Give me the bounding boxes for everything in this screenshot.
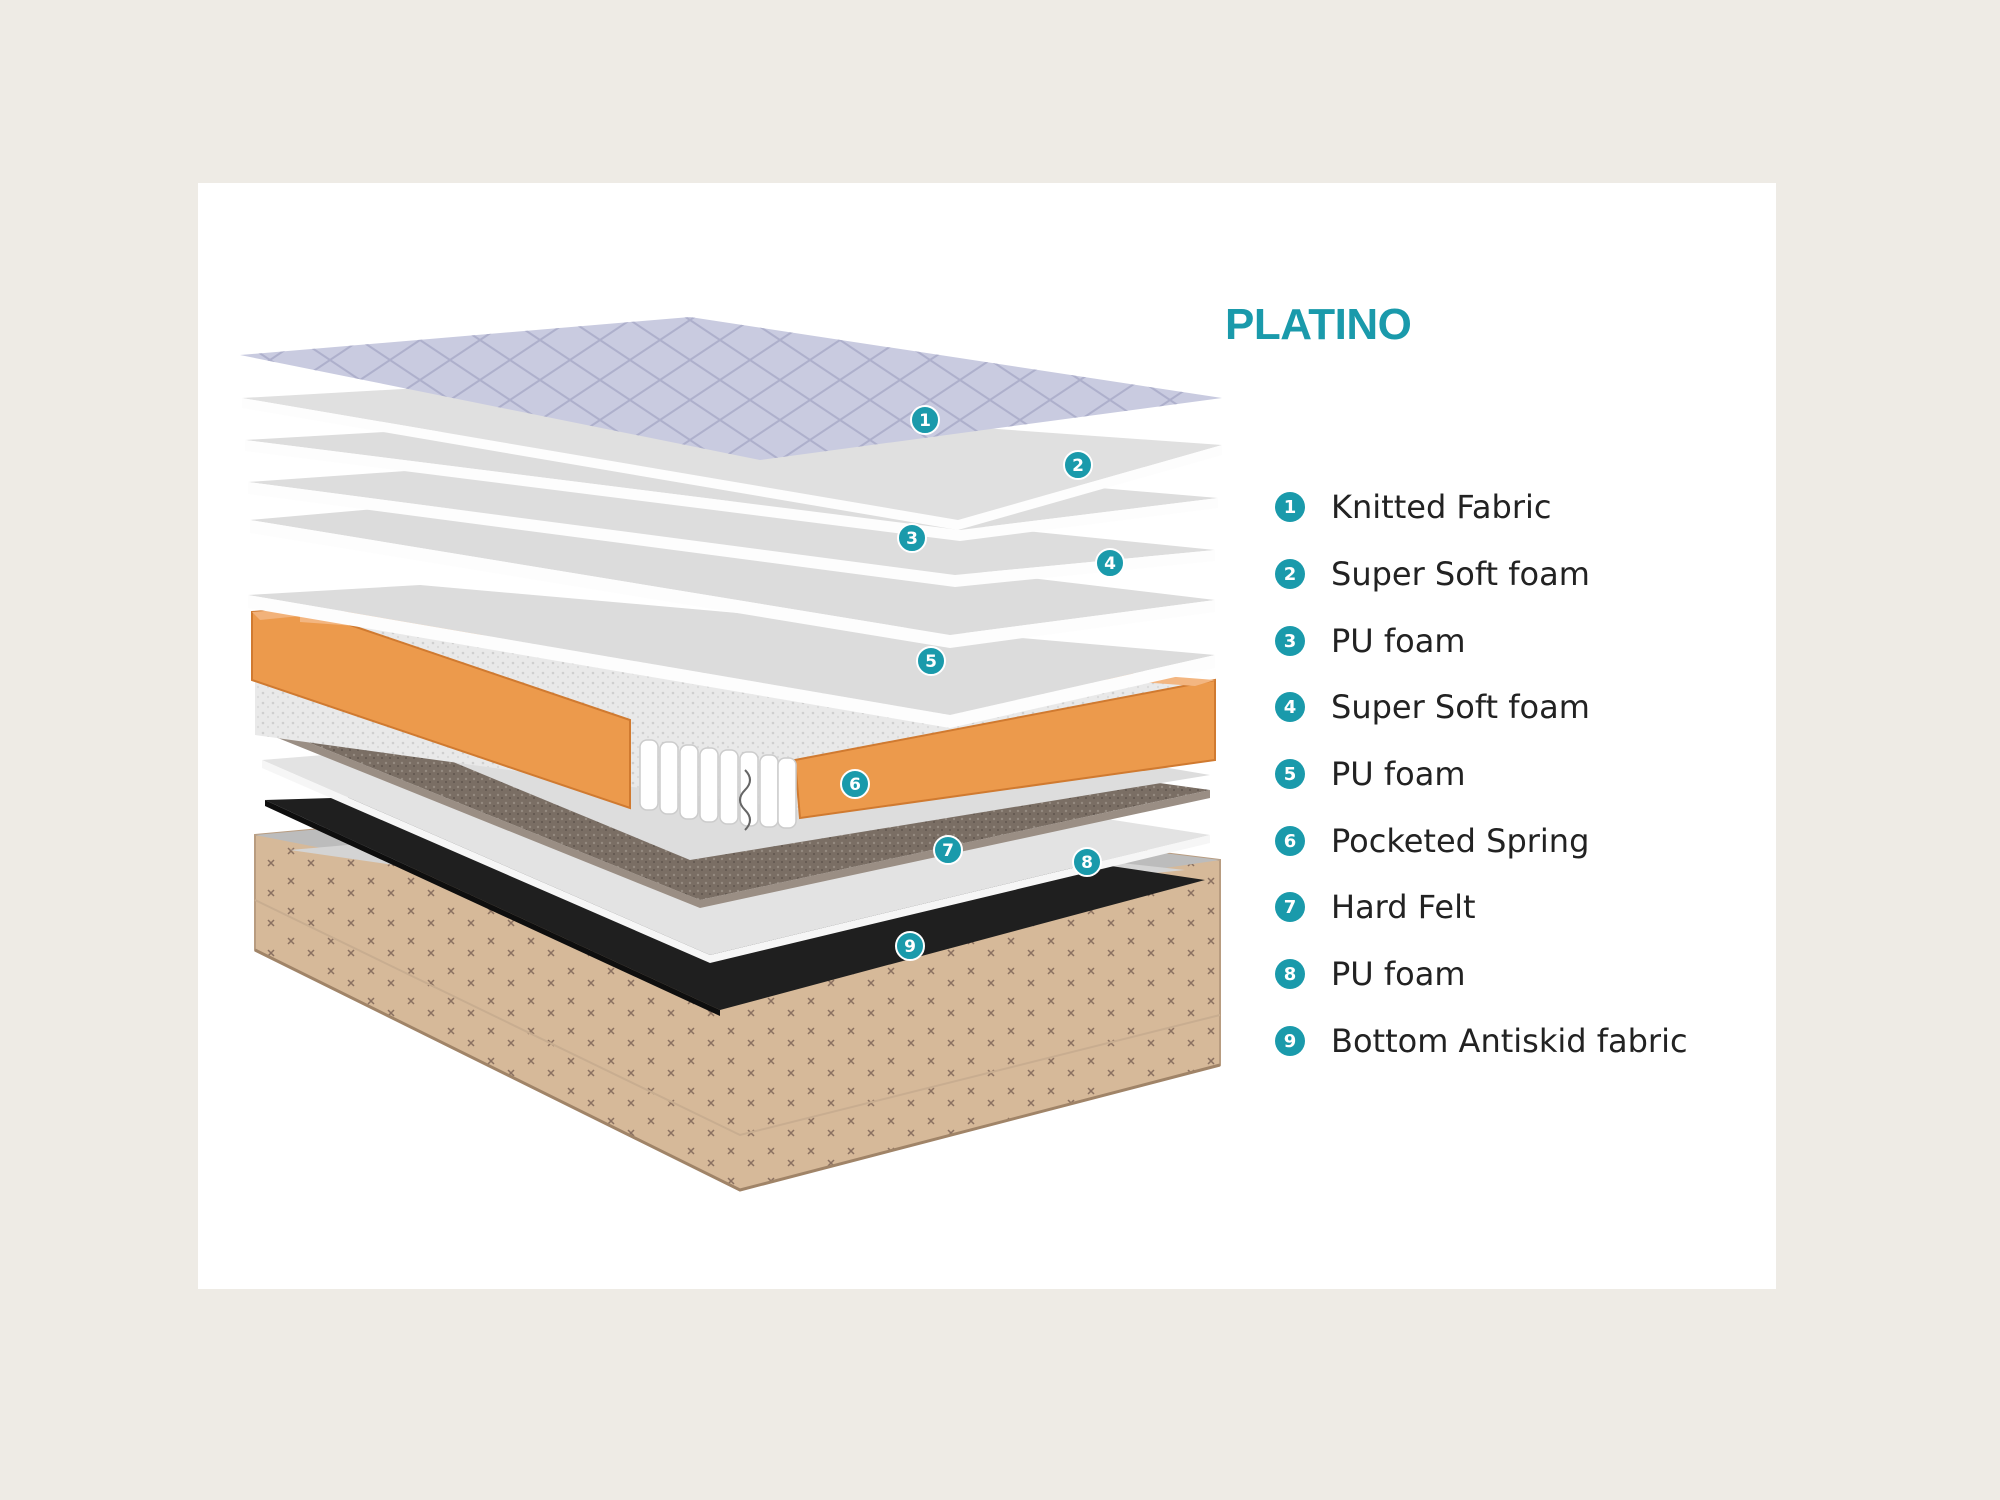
legend-item: 9 Bottom Antiskid fabric <box>1275 1016 1688 1066</box>
layer-super-soft-foam-4 <box>250 505 1215 648</box>
marker-9: 9 <box>895 931 925 961</box>
svg-text:1: 1 <box>919 411 931 431</box>
legend-number-badge: 5 <box>1275 759 1305 789</box>
legend-number-badge: 1 <box>1275 492 1305 522</box>
legend-item: 6 Pocketed Spring <box>1275 816 1589 866</box>
layer-pu-foam-3 <box>248 470 1215 587</box>
marker-8: 8 <box>1072 847 1102 877</box>
legend-number-badge: 8 <box>1275 959 1305 989</box>
legend-item: 7 Hard Felt <box>1275 882 1476 932</box>
marker-2: 2 <box>1063 450 1093 480</box>
svg-text:7: 7 <box>942 841 954 861</box>
legend-label: Knitted Fabric <box>1331 488 1552 526</box>
legend-label: PU foam <box>1331 955 1466 993</box>
product-title: PLATINO <box>1225 300 1412 349</box>
legend-label: Super Soft foam <box>1331 555 1590 593</box>
marker-4: 4 <box>1095 548 1125 578</box>
layer-knitted-fabric <box>240 317 1222 460</box>
svg-text:6: 6 <box>849 775 861 795</box>
legend-number-badge: 7 <box>1275 892 1305 922</box>
legend-number-badge: 2 <box>1275 559 1305 589</box>
marker-7: 7 <box>933 835 963 865</box>
layer-pu-foam-5 <box>248 585 1215 728</box>
svg-text:8: 8 <box>1081 853 1093 873</box>
diagram-markers: 1 2 3 4 5 6 7 8 9 <box>840 405 1125 961</box>
marker-3: 3 <box>897 523 927 553</box>
marker-5: 5 <box>916 646 946 676</box>
legend-label: PU foam <box>1331 622 1466 660</box>
svg-text:4: 4 <box>1104 554 1116 574</box>
svg-text:2: 2 <box>1072 456 1084 476</box>
legend-number-badge: 6 <box>1275 826 1305 856</box>
legend-item: 5 PU foam <box>1275 749 1466 799</box>
legend-label: Pocketed Spring <box>1331 822 1590 860</box>
legend-label: Hard Felt <box>1331 888 1476 926</box>
svg-text:3: 3 <box>906 529 918 549</box>
legend-item: 4 Super Soft foam <box>1275 682 1590 732</box>
legend-item: 3 PU foam <box>1275 616 1466 666</box>
legend-label: Super Soft foam <box>1331 688 1590 726</box>
legend-item: 8 PU foam <box>1275 949 1466 999</box>
svg-text:9: 9 <box>904 937 916 957</box>
legend-number-badge: 3 <box>1275 626 1305 656</box>
legend-label: PU foam <box>1331 755 1466 793</box>
legend-item: 2 Super Soft foam <box>1275 549 1590 599</box>
legend-item: 1 Knitted Fabric <box>1275 482 1551 532</box>
legend-number-badge: 4 <box>1275 692 1305 722</box>
legend-label: Bottom Antiskid fabric <box>1331 1022 1688 1060</box>
marker-6: 6 <box>840 769 870 799</box>
legend-number-badge: 9 <box>1275 1026 1305 1056</box>
marker-1: 1 <box>910 405 940 435</box>
svg-text:5: 5 <box>925 652 937 672</box>
